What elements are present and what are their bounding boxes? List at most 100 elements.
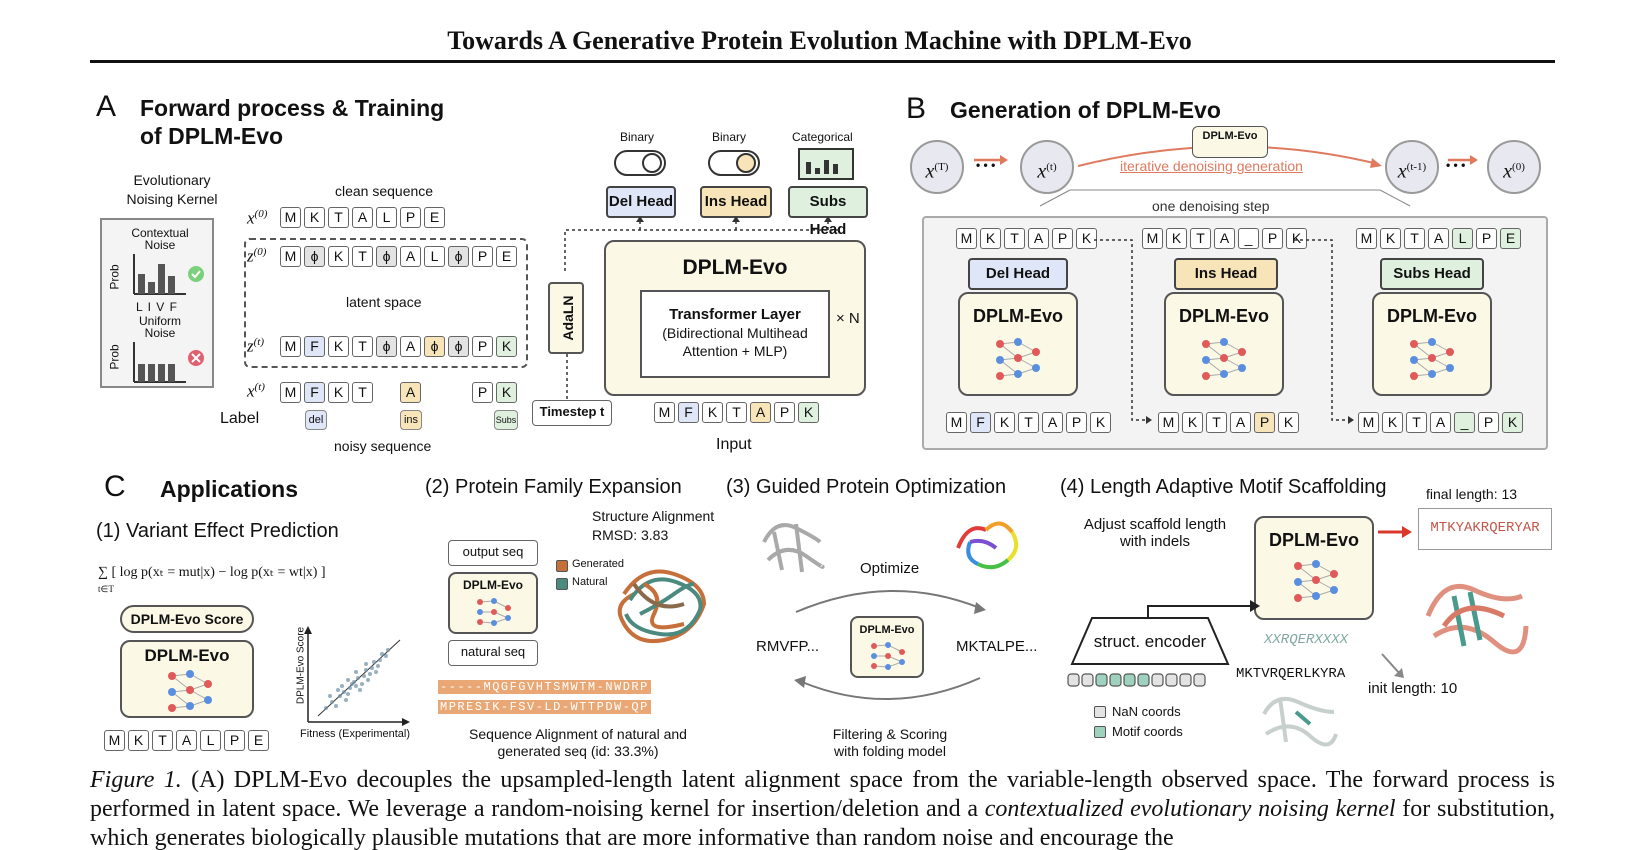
b-network-icon-2 bbox=[1202, 338, 1246, 380]
struct-encoder-label: struct. encoder bbox=[1093, 632, 1207, 651]
natural-seq-box: natural seq bbox=[448, 640, 538, 666]
coord-tokens bbox=[1067, 673, 1206, 687]
residue-cell: M bbox=[1358, 412, 1379, 433]
transformer-label-2: (Bidirectional Multihead bbox=[662, 325, 808, 341]
align-row-1: -----MQGFGVHTSMWTM-NWDRP bbox=[438, 680, 651, 694]
b-network-icon-1 bbox=[996, 338, 1040, 380]
residue-cell: E bbox=[424, 207, 445, 228]
residue-cell: K bbox=[1090, 412, 1111, 433]
residue-cell: A bbox=[352, 207, 373, 228]
label-del: del bbox=[305, 410, 327, 430]
residue-cell: T bbox=[1004, 228, 1025, 249]
residue-cell: M bbox=[956, 228, 977, 249]
transformer-label-1: Transformer Layer bbox=[669, 306, 801, 323]
categorical-bar-icon bbox=[798, 148, 854, 180]
motif-protein-image bbox=[1262, 697, 1338, 747]
residue-cell: T bbox=[352, 246, 373, 267]
residue-cell: K bbox=[702, 402, 723, 423]
b-model-3-label: DPLM-Evo bbox=[1387, 306, 1477, 326]
seq-align-caption-2: generated seq (id: 33.3%) bbox=[497, 743, 659, 759]
output-seq-box: output seq bbox=[448, 540, 538, 566]
uniform-label-1: Uniform bbox=[138, 314, 181, 328]
residue-cell: K bbox=[1380, 228, 1401, 249]
toggle-del bbox=[614, 150, 666, 176]
residue-cell: M bbox=[280, 336, 301, 357]
c4-model-box bbox=[1254, 516, 1374, 620]
residue-cell: T bbox=[352, 382, 373, 403]
residue-cell: K bbox=[328, 336, 349, 357]
init-length-label: init length: 10 bbox=[1368, 680, 1458, 697]
residue-cell: M bbox=[280, 207, 301, 228]
times-n-label: × N bbox=[836, 310, 860, 327]
zt-label: z(t) bbox=[247, 336, 265, 356]
panel-a-letter: A bbox=[96, 90, 117, 123]
residue-cell: T bbox=[726, 402, 747, 423]
noisy-seq-label: noisy sequence bbox=[334, 438, 432, 454]
residue-cell: P bbox=[774, 402, 795, 423]
scaffold-protein-image bbox=[1425, 583, 1529, 655]
c2-model-box bbox=[448, 572, 538, 634]
c2-model-label: DPLM-Evo bbox=[463, 578, 523, 592]
residue-cell: A bbox=[1430, 412, 1451, 433]
clean-seq-label: clean sequence bbox=[335, 183, 434, 199]
contextual-label-2: Noise bbox=[144, 238, 176, 252]
residue-cell: M bbox=[1142, 228, 1163, 249]
label-text: Label bbox=[220, 410, 260, 427]
categorical-label: Categorical bbox=[792, 130, 853, 144]
residue-cell: K bbox=[496, 382, 517, 403]
panel-c-letter: C bbox=[104, 470, 126, 503]
b-network-icon-3 bbox=[1410, 338, 1454, 380]
seq-align-caption-1: Sequence Alignment of natural and bbox=[469, 726, 687, 742]
residue-cell: L bbox=[1452, 228, 1473, 249]
residue-cell: P bbox=[224, 730, 245, 751]
caption-fig: Figure 1. bbox=[90, 767, 182, 793]
residue-cell: P bbox=[1254, 412, 1275, 433]
residue-cell: M bbox=[104, 730, 125, 751]
residue-cell: P bbox=[1262, 228, 1283, 249]
panel-b-title: Generation of DPLM-Evo bbox=[950, 97, 1221, 123]
b-ins-head: Ins Head bbox=[1174, 258, 1278, 290]
residue-cell: L bbox=[424, 246, 445, 267]
residue-cell: A bbox=[1230, 412, 1251, 433]
c1-network-icon bbox=[168, 670, 212, 712]
b-model-2-label: DPLM-Evo bbox=[1179, 306, 1269, 326]
residue-cell: M bbox=[1356, 228, 1377, 249]
kernel-box: Contextual Noise Prob L I V F Uniform No… bbox=[100, 218, 214, 388]
xt-label: x(t) bbox=[247, 381, 265, 401]
node-xT: x(T) bbox=[910, 140, 964, 194]
residue-cell: K bbox=[1166, 228, 1187, 249]
filter-label-1: Filtering & Scoring bbox=[832, 726, 948, 742]
residue-cell: T bbox=[152, 730, 173, 751]
vep-formula: ∑ [ log p(xₜ = mut|x) − log p(xₜ = wt|x)… bbox=[98, 565, 326, 580]
residue-cell: L bbox=[200, 730, 221, 751]
residue-cell: T bbox=[1406, 412, 1427, 433]
contextual-histogram bbox=[133, 254, 204, 295]
residue-cell: A bbox=[400, 246, 421, 267]
c1-model-label: DPLM-Evo bbox=[144, 646, 230, 665]
residue-cell: K bbox=[304, 207, 325, 228]
nan-coords-label: NaN coords bbox=[1112, 704, 1181, 719]
residue-cell: ϕ bbox=[448, 336, 469, 357]
residue-cell: P bbox=[1052, 228, 1073, 249]
residue-cell: P bbox=[472, 382, 493, 403]
c2-network-icon bbox=[477, 598, 511, 626]
generated-swatch bbox=[556, 560, 568, 572]
b-model-1-label: DPLM-Evo bbox=[973, 306, 1063, 326]
label-ins: ins bbox=[400, 410, 422, 430]
app2-title: (2) Protein Family Expansion bbox=[425, 476, 682, 498]
motif-seq: MKTVRQERLKYRA bbox=[1236, 666, 1346, 682]
z0-label: z(0) bbox=[247, 246, 267, 266]
uniform-histogram bbox=[133, 342, 204, 383]
c4-model-label: DPLM-Evo bbox=[1269, 530, 1359, 550]
residue-cell: _ bbox=[1238, 228, 1259, 249]
score-button: DPLM-Evo Score bbox=[120, 605, 254, 633]
residue-cell: ϕ bbox=[448, 246, 469, 267]
app1-title: (1) Variant Effect Prediction bbox=[96, 520, 339, 542]
c4-network-icon bbox=[1294, 560, 1338, 602]
residue-cell: K bbox=[1502, 412, 1523, 433]
adjust-label-2: with indels bbox=[1119, 533, 1191, 550]
